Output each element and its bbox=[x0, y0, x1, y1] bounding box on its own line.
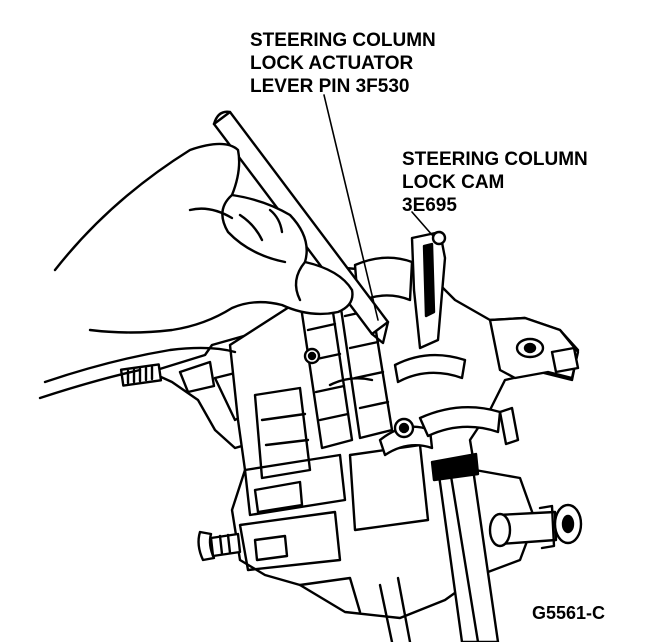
callout-lever-pin-line-3: LEVER PIN 3F530 bbox=[250, 76, 410, 97]
callout-lock-cam-line-3: 3E695 bbox=[402, 195, 457, 216]
hand-illustration bbox=[38, 142, 354, 400]
leader-line-lever-pin bbox=[323, 94, 379, 321]
lock-housing-body bbox=[228, 266, 580, 620]
callout-lever-pin-line-1: STEERING COLUMN bbox=[250, 30, 436, 51]
leader-lines bbox=[323, 94, 434, 321]
retaining-bolt-right bbox=[488, 503, 583, 550]
lock-cam bbox=[353, 230, 447, 350]
callout-lock-cam-line-1: STEERING COLUMN bbox=[402, 149, 588, 170]
retaining-bolt-left bbox=[197, 530, 242, 562]
steering-shaft bbox=[378, 452, 500, 642]
callout-lever-pin-line-2: LOCK ACTUATOR bbox=[250, 53, 414, 74]
callout-lock-cam-line-2: LOCK CAM bbox=[402, 172, 505, 193]
callout-lock-cam: STEERING COLUMN LOCK CAM 3E695 bbox=[402, 148, 588, 217]
pin-punch-tool bbox=[212, 110, 390, 345]
leader-line-lock-cam bbox=[411, 211, 434, 237]
callout-lever-pin: STEERING COLUMN LOCK ACTUATOR LEVER PIN … bbox=[250, 29, 436, 98]
figure-id-label: G5561-C bbox=[532, 603, 606, 623]
